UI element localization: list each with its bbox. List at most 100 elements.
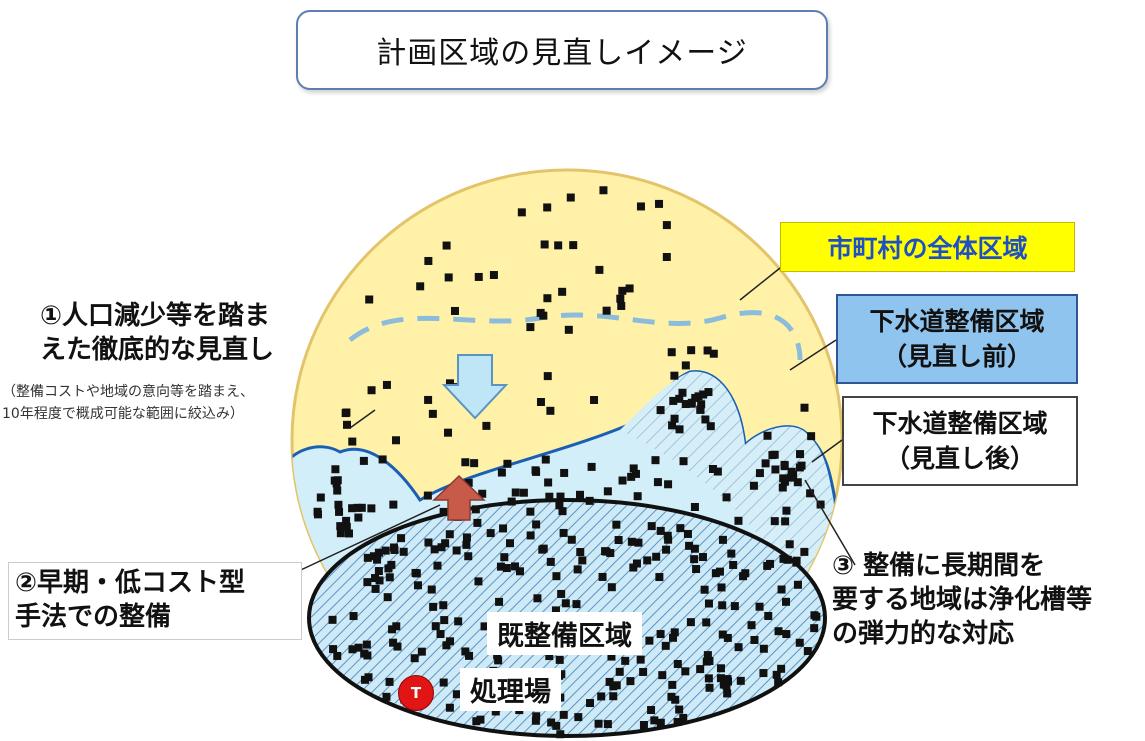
page-title: 計画区域の見直しイメージ xyxy=(376,36,748,71)
household-dot xyxy=(698,553,707,562)
whole-area-label: 市町村の全体区域 xyxy=(780,222,1075,272)
household-dot xyxy=(603,720,612,729)
household-dot xyxy=(335,507,344,516)
household-dot xyxy=(718,601,727,610)
household-dot xyxy=(357,503,366,512)
household-dot xyxy=(543,294,552,303)
household-dot xyxy=(655,573,664,582)
household-dot xyxy=(663,531,672,540)
household-dot xyxy=(662,545,671,554)
household-dot xyxy=(555,655,564,664)
household-dot xyxy=(656,630,665,639)
household-dot xyxy=(359,456,368,465)
household-dot xyxy=(489,271,498,280)
household-dot xyxy=(704,599,713,608)
household-dot xyxy=(360,675,369,684)
household-dot xyxy=(546,557,555,566)
household-dot xyxy=(437,543,446,552)
household-dot xyxy=(503,459,512,468)
household-dot xyxy=(517,208,526,217)
household-dot xyxy=(511,488,520,497)
household-dot xyxy=(354,643,363,652)
household-dot xyxy=(675,425,684,434)
household-dot xyxy=(445,530,454,539)
household-dot xyxy=(612,520,621,529)
household-dot xyxy=(574,713,583,722)
household-dot xyxy=(462,533,471,542)
household-dot xyxy=(452,690,461,699)
household-dot xyxy=(417,647,426,656)
household-dot xyxy=(736,676,745,685)
household-dot xyxy=(761,459,770,468)
household-dot xyxy=(590,395,599,404)
household-dot xyxy=(336,522,345,531)
household-dot xyxy=(375,576,384,585)
household-dot xyxy=(800,403,809,412)
household-dot xyxy=(545,652,554,661)
household-dot xyxy=(781,517,790,526)
household-dot xyxy=(690,502,699,511)
household-dot xyxy=(546,406,555,415)
household-dot xyxy=(389,500,398,509)
household-dot xyxy=(348,645,357,654)
household-dot xyxy=(446,637,455,646)
household-dot xyxy=(532,520,541,529)
household-dot xyxy=(812,612,821,621)
household-dot xyxy=(436,630,445,639)
household-dot xyxy=(655,199,664,208)
household-dot xyxy=(609,692,618,701)
household-dot xyxy=(670,628,679,637)
household-dot xyxy=(691,393,700,402)
household-dot xyxy=(441,539,450,548)
household-dot xyxy=(389,638,398,647)
household-dot xyxy=(749,481,758,490)
household-dot xyxy=(470,459,479,468)
sewer-area-before-label: 下水道整備区域 （見直し前） xyxy=(836,294,1078,384)
title-box: 計画区域の見直しイメージ xyxy=(296,10,828,90)
treatment-plant-marker-icon: T xyxy=(398,675,434,711)
household-dot xyxy=(722,681,731,690)
household-dot xyxy=(727,549,736,558)
household-dot xyxy=(667,692,676,701)
household-dot xyxy=(616,294,625,303)
household-dot xyxy=(612,681,621,690)
household-dot xyxy=(734,516,743,525)
household-dot xyxy=(486,529,495,538)
household-dot xyxy=(388,625,397,634)
household-dot xyxy=(755,469,764,478)
household-dot xyxy=(575,490,584,499)
household-dot xyxy=(607,652,616,661)
household-dot xyxy=(796,450,805,459)
household-dot xyxy=(343,420,352,429)
household-dot xyxy=(706,422,715,431)
household-dot xyxy=(410,654,419,663)
household-dot xyxy=(723,689,732,698)
household-dot xyxy=(545,492,554,501)
household-dot xyxy=(354,513,363,522)
household-dot xyxy=(780,477,789,486)
household-dot xyxy=(476,715,485,724)
household-dot xyxy=(442,241,451,250)
household-dot xyxy=(313,507,322,516)
household-dot xyxy=(770,450,779,459)
household-dot xyxy=(795,463,804,472)
household-dot xyxy=(782,597,791,606)
household-dot xyxy=(367,386,376,395)
household-dot xyxy=(374,567,383,576)
household-dot xyxy=(683,529,692,538)
before-review-boundary xyxy=(348,310,803,361)
household-dot xyxy=(416,282,425,291)
household-dot xyxy=(399,547,408,556)
household-dot xyxy=(507,497,516,506)
household-dot xyxy=(471,505,480,514)
household-dot xyxy=(334,500,343,509)
household-dot xyxy=(711,569,720,578)
household-dot xyxy=(656,406,665,415)
household-dot xyxy=(780,460,789,469)
household-dot xyxy=(567,535,576,544)
existing-area-label: 既整備区域 xyxy=(487,612,642,655)
household-dot xyxy=(661,641,670,650)
household-dot xyxy=(557,670,566,679)
household-dot xyxy=(367,504,376,513)
household-dot xyxy=(681,361,690,370)
